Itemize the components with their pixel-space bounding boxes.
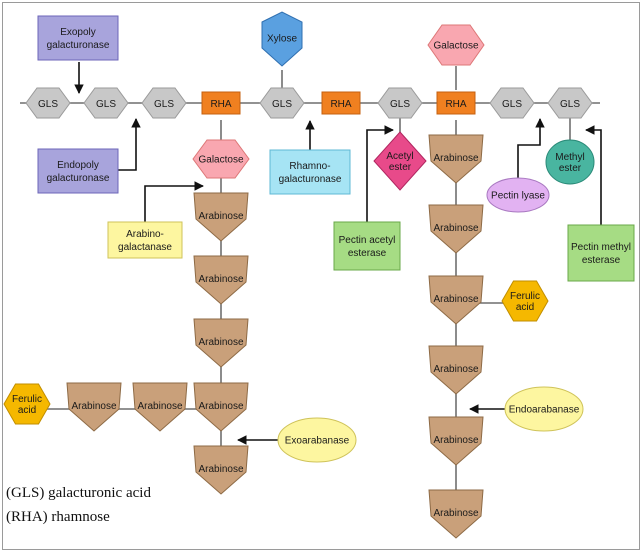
gls-unit: GLS: [489, 87, 535, 119]
galactose-top-unit: Galactose: [427, 24, 485, 66]
arabinose-unit: Arabinose: [193, 382, 249, 432]
arabinose-label: Arabinose: [433, 435, 478, 446]
endoarabanase-ellipse-label: Endoarabanase: [509, 405, 580, 416]
legend-gls: (GLS) galacturonic acid: [6, 485, 151, 501]
arabino-galactanase-box-label: Arabino-galactanase: [118, 229, 172, 253]
arabinose-label: Arabinose: [433, 153, 478, 164]
xylose-unit: Xylose: [261, 11, 303, 67]
arabinose-unit: Arabinose: [193, 318, 249, 368]
gls-unit: GLS: [141, 87, 187, 119]
arabinose-unit: Arabinose: [193, 192, 249, 242]
galactose-side-unit-label: Galactose: [198, 155, 243, 166]
endoarabanase-ellipse: Endoarabanase: [504, 386, 584, 432]
gls-unit: GLS: [83, 87, 129, 119]
arabinose-unit: Arabinose: [193, 445, 249, 495]
arabinose-unit: Arabinose: [428, 489, 484, 539]
arrow-endopoly: [117, 118, 141, 171]
gls-unit: GLS: [259, 87, 305, 119]
arrow-pectin-acetyl: [366, 125, 394, 222]
arabinose-unit: Arabinose: [428, 416, 484, 466]
exoarabanase-ellipse: Exoarabanase: [277, 417, 357, 463]
gls-unit: GLS: [377, 87, 423, 119]
arrow-pectin-methyl: [585, 125, 602, 225]
arabinose-unit: Arabinose: [66, 382, 122, 432]
legend-rha: (RHA) rhamnose: [6, 509, 110, 525]
xylose-label: Xylose: [267, 34, 297, 45]
arabinose-label: Arabinose: [433, 508, 478, 519]
pectin-lyase-ellipse: Pectin lyase: [486, 177, 550, 213]
arabinose-label: Arabinose: [137, 401, 182, 412]
pectin-lyase-ellipse-label: Pectin lyase: [491, 191, 545, 202]
arabinose-unit: Arabinose: [193, 255, 249, 305]
gls-label: GLS: [96, 99, 116, 110]
arabinose-unit: Arabinose: [428, 275, 484, 325]
rha-label: RHA: [445, 99, 466, 110]
gls-label: GLS: [272, 99, 292, 110]
galactose-top-unit-label: Galactose: [433, 41, 478, 52]
rha-label: RHA: [330, 99, 351, 110]
rhamno-galacturonase-box-label: Rhamno-galacturonase: [279, 161, 342, 185]
arabinose-label: Arabinose: [198, 337, 243, 348]
exoarabanase-ellipse-label: Exoarabanase: [285, 436, 350, 447]
arrow-pectin-lyase: [517, 118, 545, 182]
rha-unit: RHA: [436, 91, 476, 115]
rha-unit: RHA: [201, 91, 241, 115]
diagram-frame: [2, 2, 640, 550]
gls-label: GLS: [502, 99, 522, 110]
arabinose-label: Arabinose: [198, 211, 243, 222]
gls-label: GLS: [560, 99, 580, 110]
arabinose-unit: Arabinose: [428, 204, 484, 254]
gls-label: GLS: [154, 99, 174, 110]
gls-label: GLS: [38, 99, 58, 110]
rha-label: RHA: [210, 99, 231, 110]
arabinose-unit: Arabinose: [132, 382, 188, 432]
arabinose-unit: Arabinose: [428, 134, 484, 184]
arabinose-label: Arabinose: [198, 464, 243, 475]
rha-unit: RHA: [321, 91, 361, 115]
arabino-galactanase-box: Arabino-galactanase: [107, 221, 183, 259]
arabinose-label: Arabinose: [433, 294, 478, 305]
arabinose-unit: Arabinose: [428, 345, 484, 395]
arrow-arabino-galactanase: [144, 181, 204, 222]
gls-unit: GLS: [25, 87, 71, 119]
arabinose-label: Arabinose: [198, 274, 243, 285]
gls-unit: GLS: [547, 87, 593, 119]
arabinose-label: Arabinose: [433, 364, 478, 375]
arabinose-label: Arabinose: [71, 401, 116, 412]
galactose-side-unit: Galactose: [192, 139, 250, 179]
arabinose-label: Arabinose: [198, 401, 243, 412]
arabinose-label: Arabinose: [433, 223, 478, 234]
gls-label: GLS: [390, 99, 410, 110]
rhamno-galacturonase-box: Rhamno-galacturonase: [269, 149, 351, 195]
